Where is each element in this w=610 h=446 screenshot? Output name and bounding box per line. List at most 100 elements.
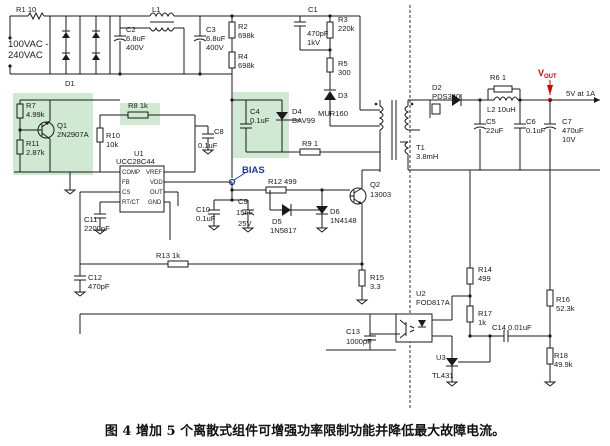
c11-label: C11 xyxy=(84,215,97,224)
transformer-t1 xyxy=(330,16,420,172)
r3-label: R3 xyxy=(338,15,348,24)
r7-label: R7 xyxy=(26,101,36,110)
d3-label: D3 xyxy=(338,91,348,100)
u1-pin-cs: CS xyxy=(122,190,130,196)
c4-label: C4 xyxy=(250,107,260,116)
r8-highlight xyxy=(120,103,160,125)
d3-value: MUR160 xyxy=(318,109,348,118)
d6-label: D6 xyxy=(330,207,340,216)
c1-voltage: 1kV xyxy=(307,38,321,47)
t1-value: 3.8mH xyxy=(416,152,438,161)
u3-label: U3 xyxy=(436,353,446,362)
c8-value: 0.1uF xyxy=(198,141,218,150)
u1-pin-fb: FB xyxy=(122,180,130,186)
c4-value: 0.1uF xyxy=(250,116,270,125)
output-section xyxy=(408,80,600,171)
d5-value: 1N5817 xyxy=(270,226,297,235)
c13-value: 1000pF xyxy=(346,337,372,346)
r6-label: R6 1 xyxy=(490,73,506,82)
d2-label: D2 xyxy=(432,83,442,92)
u1-pin-gnd: GND xyxy=(148,200,162,206)
c9-label: C9 xyxy=(238,197,248,206)
l2-label: L2 10uH xyxy=(487,105,516,114)
q2-value: 13003 xyxy=(370,190,391,199)
bias-network xyxy=(230,98,380,156)
r1-label: R1 10 xyxy=(16,5,36,14)
r18-value: 49.9k xyxy=(554,360,573,369)
d6-value: 1N4148 xyxy=(330,216,357,225)
c5-label: C5 xyxy=(486,117,496,126)
d2-value: PDS340 xyxy=(432,92,460,101)
r7-value: 4.99k xyxy=(26,110,45,119)
c1-label: C1 xyxy=(308,5,318,14)
u1-wiring xyxy=(63,115,232,264)
r2-value: 698k xyxy=(238,31,255,40)
c12-label: C12 xyxy=(88,273,102,282)
input-voltage-line2: 240VAC xyxy=(8,50,43,61)
r16-label: R16 xyxy=(556,295,570,304)
bias-highlight xyxy=(233,92,289,158)
c11-value: 2200pF xyxy=(84,224,110,233)
startup-resistors xyxy=(228,16,236,178)
u1-pin-out: OUT xyxy=(150,190,163,196)
q2-network xyxy=(207,152,381,270)
r10-resistor xyxy=(96,115,104,172)
c7-label: C7 xyxy=(562,117,572,126)
r15-label: R15 xyxy=(370,273,384,282)
c3-voltage: 400V xyxy=(206,43,225,52)
c6-value: 0.1uF xyxy=(526,126,546,135)
c2-label: C2 xyxy=(126,25,136,34)
c8-label: C8 xyxy=(214,127,224,136)
r13-label: R13 1k xyxy=(156,251,180,260)
c2-value: 6.8uF xyxy=(126,34,146,43)
figure-caption: 图 4 增加 5 个离散式组件可增强功率限制功能并降低最大故障电流。 xyxy=(104,424,506,439)
d4-label: D4 xyxy=(292,107,302,116)
input-section xyxy=(8,11,360,76)
c2-voltage: 400V xyxy=(126,43,145,52)
r11-value: 2.87k xyxy=(26,148,45,157)
snubber xyxy=(294,14,336,126)
c7-voltage: 10V xyxy=(562,135,576,144)
q2-label: Q2 xyxy=(370,180,380,189)
u1-pin-vref: VREF xyxy=(146,170,162,176)
t1-label: T1 xyxy=(416,143,425,152)
c3-value: 6.8uF xyxy=(206,34,226,43)
r12-label: R12 499 xyxy=(268,177,297,186)
c6-label: C6 xyxy=(526,117,536,126)
c13-label: C13 xyxy=(346,327,360,336)
d1-label: D1 xyxy=(65,79,75,88)
c10-label: C10 xyxy=(196,205,210,214)
c1-value: 470pF xyxy=(307,29,329,38)
input-voltage-line1: 100VAC - xyxy=(8,39,48,50)
current-sense xyxy=(73,260,370,334)
r2-label: R2 xyxy=(238,22,248,31)
r17-label: R17 xyxy=(478,309,492,318)
r5-label: R5 xyxy=(338,59,348,68)
r18-label: R18 xyxy=(554,351,568,360)
r16-value: 52.3k xyxy=(556,304,575,313)
d5-label: D5 xyxy=(272,217,282,226)
u2-value: FOD817A xyxy=(416,298,451,307)
optocoupler-u2 xyxy=(370,313,452,343)
u1-pin-rtct: RT/CT xyxy=(122,200,140,206)
u1-pin-vdd: VDD xyxy=(150,180,163,186)
c10-value: 0.1uF xyxy=(196,214,216,223)
c12-value: 470pF xyxy=(88,282,110,291)
q1-current-limit xyxy=(14,99,120,173)
c14-label: C14 0.01uF xyxy=(492,323,532,332)
r4-value: 698k xyxy=(238,61,255,70)
r10-value: 10k xyxy=(106,140,118,149)
output-rating: 5V at 1A xyxy=(566,89,596,98)
r9-label: R9 1 xyxy=(302,139,318,148)
c5-value: 22uF xyxy=(486,126,504,135)
r8-resistor xyxy=(100,111,195,119)
d4-value: BAV99 xyxy=(292,116,315,125)
r15-value: 3.3 xyxy=(370,282,381,291)
r8-label: R8 1k xyxy=(128,101,148,110)
u1-label: U1 xyxy=(134,149,144,158)
vout-label: VOUT xyxy=(538,68,557,80)
bias-label: BIAS xyxy=(242,165,265,176)
u1-controller xyxy=(119,165,165,213)
u1-value: UCC28C44 xyxy=(116,157,155,166)
